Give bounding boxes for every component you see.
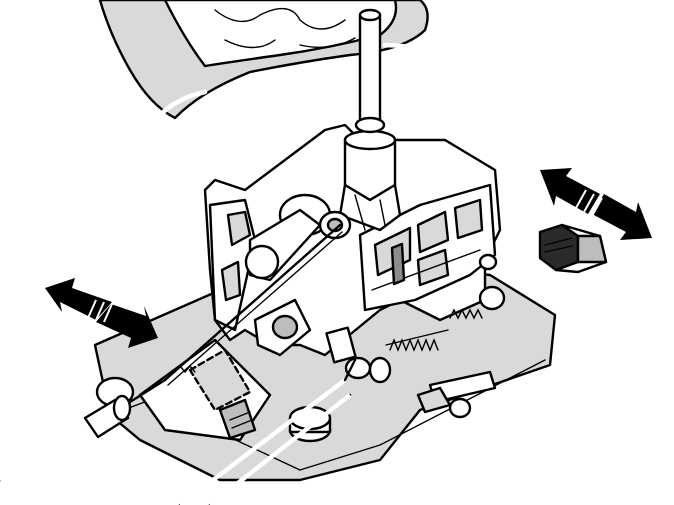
double-headed-arrow-icon bbox=[540, 168, 652, 240]
console-housing bbox=[98, 0, 429, 120]
wiring-harness-right bbox=[382, 42, 563, 248]
select-cable bbox=[178, 358, 357, 505]
pivot-hub bbox=[244, 193, 352, 282]
electrical-connector bbox=[538, 223, 608, 274]
adjuster-spring bbox=[449, 253, 506, 320]
wiring-harness-left bbox=[121, 89, 208, 308]
return-spring bbox=[385, 329, 449, 352]
double-headed-arrow-icon bbox=[45, 278, 158, 348]
gear-lever bbox=[338, 8, 402, 232]
shift-cable bbox=[0, 223, 343, 482]
cable-guide bbox=[138, 338, 272, 442]
selector-linkage bbox=[253, 298, 392, 384]
